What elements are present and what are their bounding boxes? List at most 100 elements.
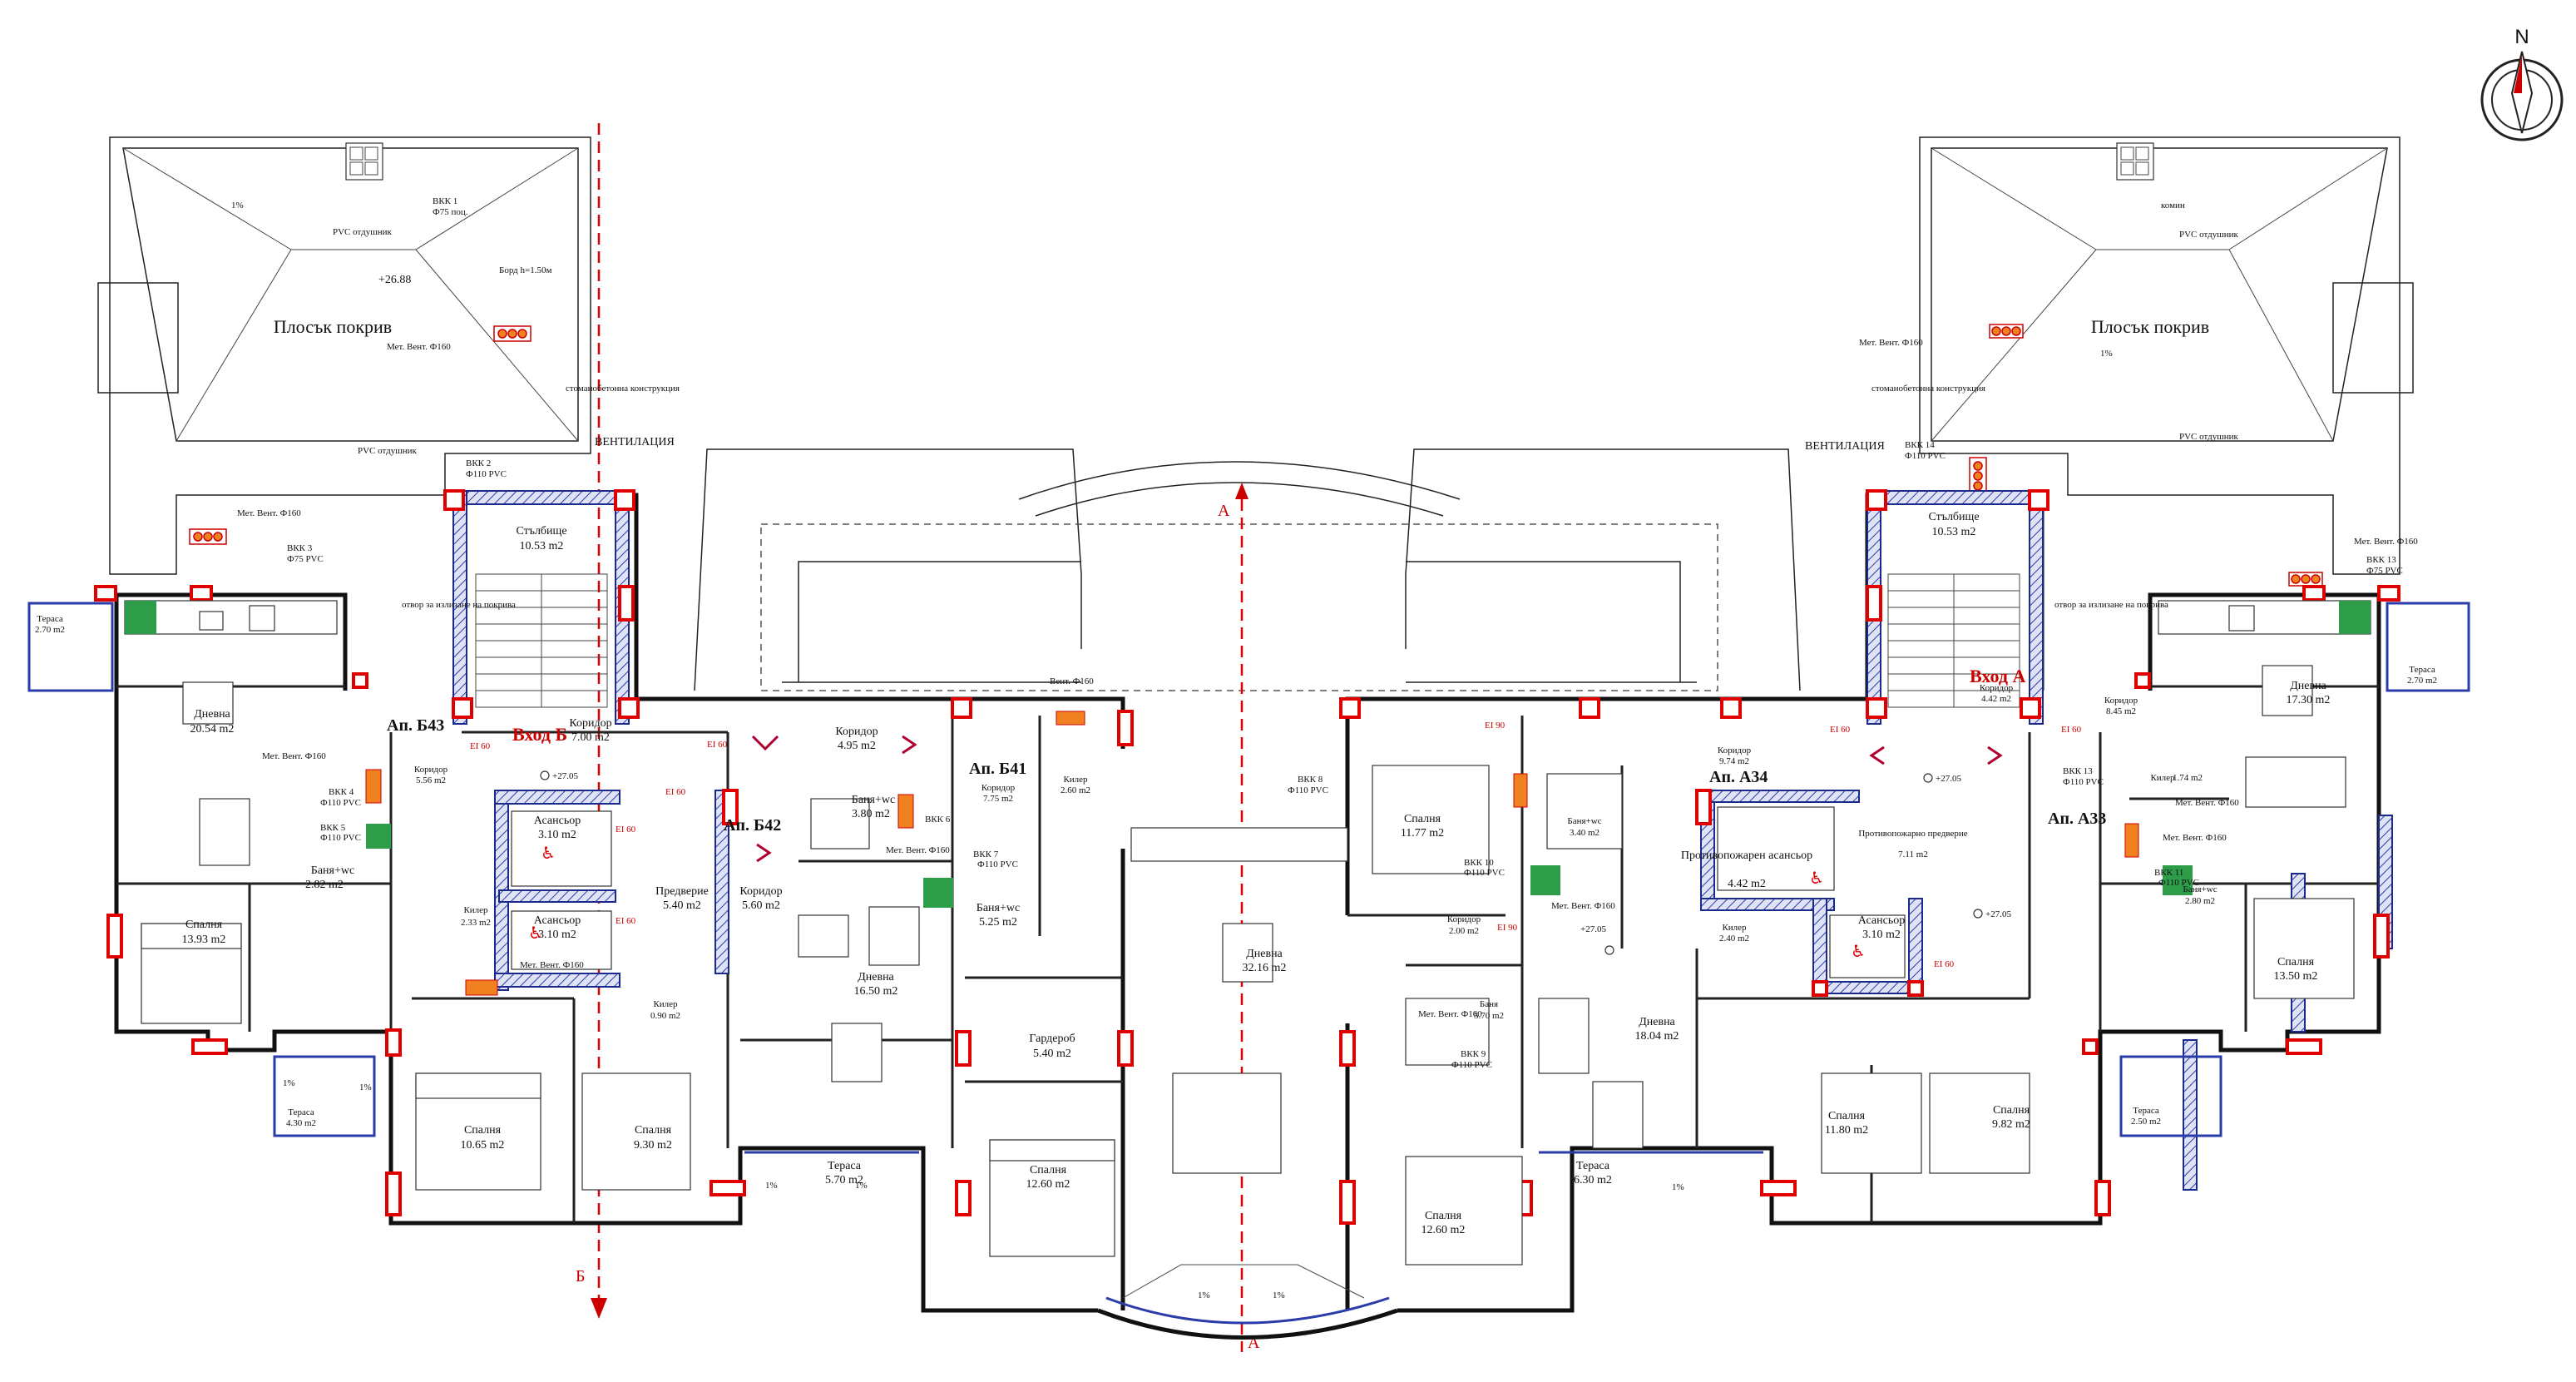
room-area: 3.40 m2 <box>1570 828 1599 838</box>
room-name: Спалня <box>185 919 223 931</box>
roof-mark: Мет. Вент. Ф160 <box>237 508 301 518</box>
room-name: Коридор <box>981 783 1016 793</box>
vent-label: ВКК 13 <box>2063 766 2093 776</box>
room-name: Спалня <box>2277 956 2315 968</box>
vent-label: Мет. Вент. Ф160 <box>1551 901 1615 911</box>
note-steel-left: стоманобетонна конструкция <box>566 384 680 394</box>
room-name: Дневна <box>194 708 230 721</box>
arrow-icon <box>1869 745 1885 765</box>
fire-door-label: EI 60 <box>616 825 636 835</box>
room-name: Баня+wc <box>977 902 1020 914</box>
roof-mark: Мет. Вент. Ф160 <box>387 342 451 352</box>
level-marks: +27.05 +27.05 +27.05 +27.05 <box>540 770 2011 955</box>
room-name: Спалня <box>635 1124 672 1137</box>
room-area: 2.33 m2 <box>461 918 491 928</box>
room-name: Коридор <box>835 726 878 738</box>
room-name: Килер <box>463 905 488 915</box>
vent-labels: ВКК 4 Ф110 PVC ВКК 5 Ф110 PVC Мет. Вент.… <box>262 676 2239 1070</box>
wheelchair-icon: ♿ <box>528 923 543 943</box>
arrow-icon <box>751 735 779 751</box>
vent-label: Мет. Вент. Ф160 <box>1418 1009 1482 1019</box>
vent-label: Мет. Вент. Ф160 <box>262 751 326 761</box>
room-area: 7.00 m2 <box>571 731 610 744</box>
level-mark: +27.05 <box>1936 774 1961 784</box>
furniture <box>124 600 2371 1266</box>
room-name: Баня+wc <box>2183 884 2217 894</box>
room-area: 3.80 m2 <box>852 808 890 820</box>
room-name: Коридор <box>1447 914 1481 924</box>
room-area: 9.30 m2 <box>634 1139 672 1152</box>
roof-slope: 1% <box>231 201 244 211</box>
room-name: Стълбище <box>516 525 566 537</box>
room-name: Килер <box>1722 923 1747 933</box>
room-area: 5.70 m2 <box>1474 1011 1504 1021</box>
room-name: Спалня <box>1030 1164 1067 1176</box>
vent-label: Ф110 PVC <box>2063 777 2104 787</box>
roof-mark: ВКК 2 <box>466 458 491 468</box>
roof-mark: Ф110 PVC <box>466 469 507 479</box>
roof-mark: Ф75 PVC <box>287 554 324 564</box>
roof-mark: Борд h=1.50м <box>499 265 551 275</box>
vent-label: Мет. Вент. Ф160 <box>520 960 584 970</box>
arrow-icon <box>1987 745 2003 765</box>
north-arrow-icon: N <box>2480 26 2564 141</box>
walk-arrows <box>751 735 2003 863</box>
room-area: 6.30 m2 <box>1574 1174 1612 1186</box>
room-area: 4.95 m2 <box>838 740 876 752</box>
room-area: 2.82 m2 <box>305 879 344 891</box>
room-name: Коридор <box>739 885 782 898</box>
room-area: 11.77 m2 <box>1401 827 1444 840</box>
roof-mark: Ф75 поц. <box>433 207 468 217</box>
vent-label: ВКК 11 <box>2154 868 2183 878</box>
room-name: Баня+wc <box>852 794 895 806</box>
level-mark: +27.05 <box>1580 924 1606 934</box>
room-area: 10.53 m2 <box>520 540 564 552</box>
room-name: Спалня <box>464 1124 502 1137</box>
room-area: 17.30 m2 <box>2287 694 2331 706</box>
note-vent-left: ВЕНТИЛАЦИЯ <box>595 436 675 448</box>
room-area: 2.70 m2 <box>2407 676 2437 686</box>
vent-label: Ф110 PVC <box>320 833 361 843</box>
interior-walls <box>116 685 2379 1223</box>
note-opening-left: отвор за излизане на покрива <box>402 600 516 610</box>
section-mark-b: Б <box>576 1267 585 1285</box>
slope-label: 1% <box>359 1082 372 1092</box>
north-label: N <box>2514 26 2529 48</box>
arrow-icon <box>902 735 917 755</box>
roof-mark: PVC отдушник <box>358 446 418 456</box>
room-area: 3.10 m2 <box>1862 929 1901 941</box>
roof-mark: ВКК 14 <box>1905 440 1935 450</box>
room-name: Коридор <box>2104 696 2138 706</box>
room-area: 5.56 m2 <box>416 775 446 785</box>
notes: стоманобетонна конструкция стоманобетонн… <box>402 384 2168 610</box>
room-name: Килер <box>1063 775 1088 785</box>
apartment-label: Ап. Б42 <box>724 816 781 835</box>
vent-label: Ф110 PVC <box>977 859 1018 869</box>
roof-right: Плосък покрив комин PVC отдушник Мет. Ве… <box>1859 136 2418 587</box>
room-name: Гардероб <box>1029 1033 1075 1045</box>
room-area: 13.93 m2 <box>182 934 226 946</box>
room-area: 2.70 m2 <box>35 625 65 635</box>
room-area: 4.30 m2 <box>286 1118 316 1128</box>
room-area: 5.25 m2 <box>979 916 1017 929</box>
room-area: 1.74 m2 <box>2173 773 2203 783</box>
room-area: 18.04 m2 <box>1635 1030 1679 1043</box>
room-name: Спалня <box>1425 1210 1462 1222</box>
room-name: Дневна <box>2290 680 2326 692</box>
level-mark: +27.05 <box>1985 909 2011 919</box>
room-name: Баня+wc <box>311 864 354 877</box>
room-name: Противопожарен асансьор <box>1681 850 1812 862</box>
room-area: 7.11 m2 <box>1898 850 1928 859</box>
slope-label: 1% <box>1672 1182 1684 1192</box>
roof-mark: PVC отдушник <box>2179 230 2239 240</box>
apartment-labels: Ап. Б43 Ап. Б42 Ап. Б41 Ап. А34 Ап. А33 <box>387 716 2106 835</box>
room-area: 20.54 m2 <box>190 723 235 736</box>
vent-label: Мет. Вент. Ф160 <box>2163 833 2227 843</box>
apartment-label: Ап. А34 <box>1709 768 1768 786</box>
room-area: 13.50 m2 <box>2274 970 2318 983</box>
room-name: Стълбище <box>1928 511 1979 523</box>
room-area: 2.80 m2 <box>2185 896 2215 906</box>
room-name: Спалня <box>1828 1110 1866 1122</box>
room-area: 5.60 m2 <box>742 899 780 912</box>
fire-door-label: EI 60 <box>616 916 636 926</box>
